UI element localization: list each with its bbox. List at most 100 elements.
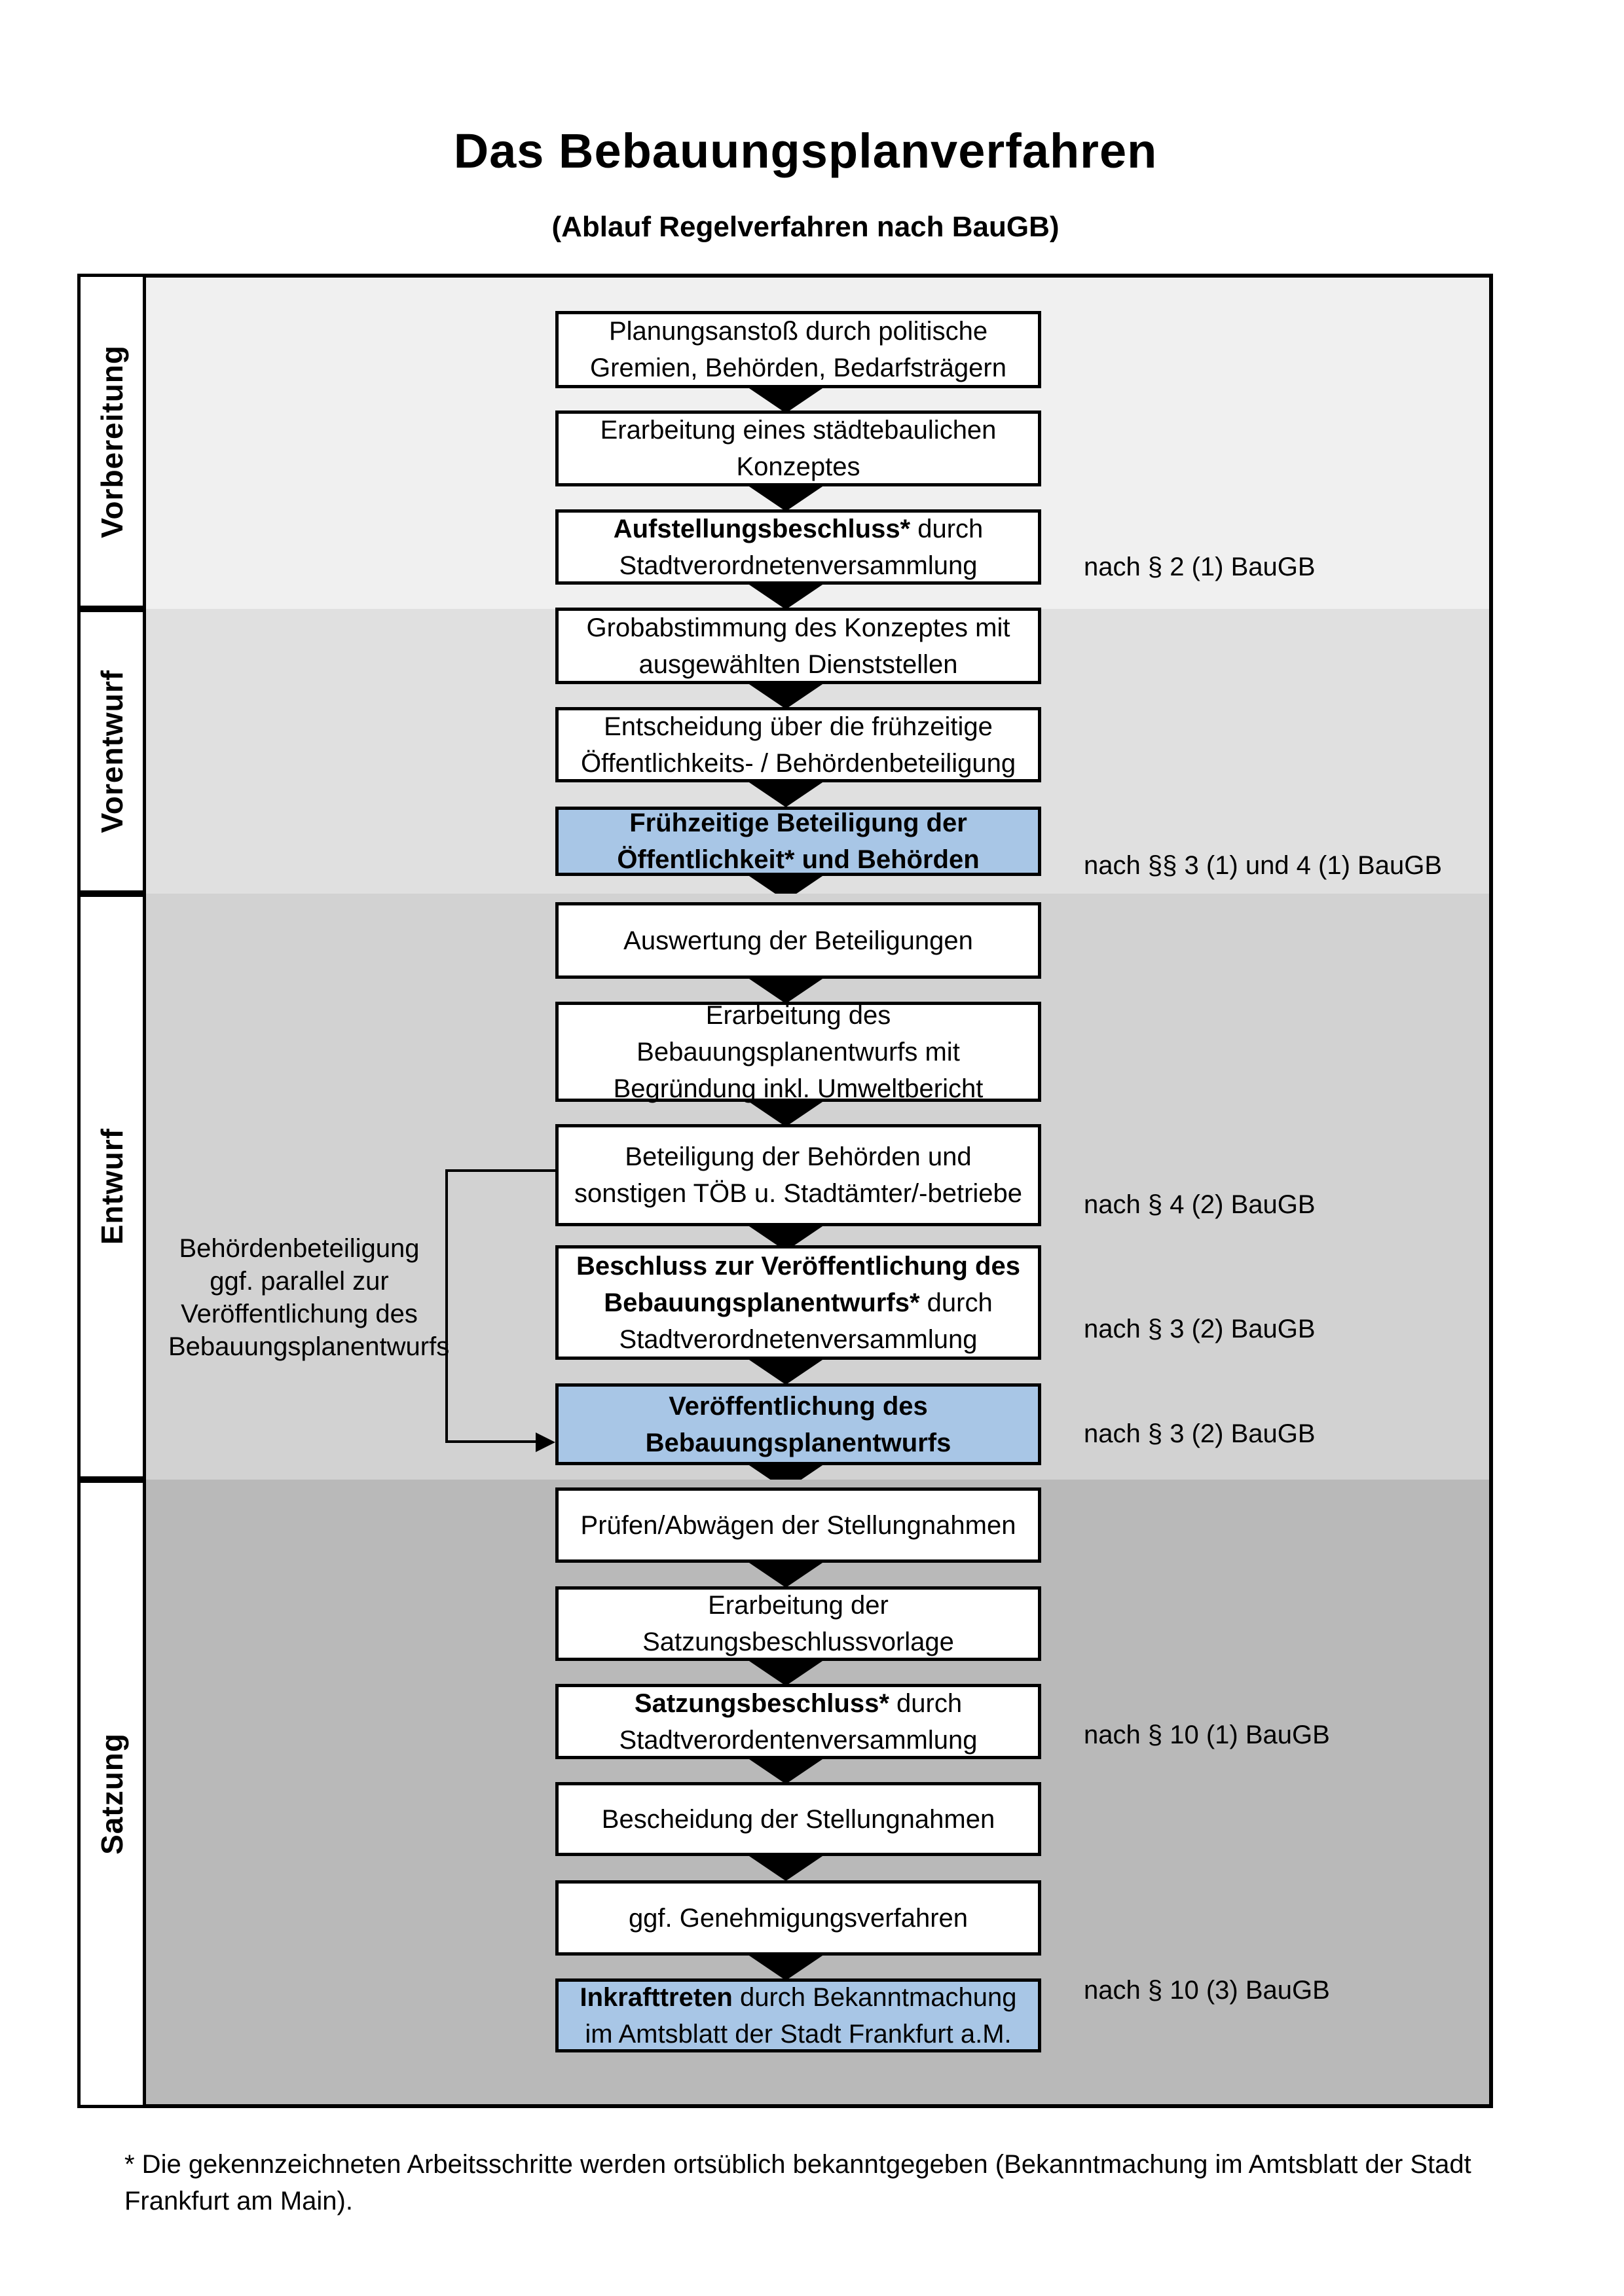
flow-step-text: Satzungsbeschluss* — [634, 1688, 889, 1718]
flow-step-text: Frühzeitige Beteiligung der — [629, 809, 967, 837]
flow-step-line: Satzungsbeschlussvorlage — [642, 1624, 954, 1660]
flow-step-16: ggf. Genehmigungsverfahren — [555, 1880, 1041, 1956]
law-reference: nach § 3 (2) BauGB — [1084, 1419, 1316, 1448]
flow-step-text: Beteiligung der Behörden und — [625, 1142, 972, 1171]
flow-step-line: Beteiligung der Behörden und — [625, 1139, 971, 1175]
flow-step-line: Planungsanstoß durch politische — [609, 313, 987, 350]
flow-step-line: Grobabstimmung des Konzeptes mit — [587, 610, 1010, 646]
flow-step-line: Öffentlichkeit* und Behörden — [617, 841, 979, 878]
flow-step-line: Erarbeitung der — [708, 1587, 889, 1624]
flow-step-text: Inkrafttreten — [580, 1982, 733, 2012]
flow-step-text: Stadtverordentenversammlung — [619, 1725, 978, 1755]
flow-step-text: Gremien, Behörden, Bedarfsträgern — [590, 354, 1006, 382]
arrow-down-icon — [745, 1099, 826, 1127]
arrow-down-icon — [745, 1357, 826, 1385]
flow-step-text: Konzeptes — [736, 452, 860, 481]
arrow-down-icon — [745, 1658, 826, 1686]
flow-step-text: sonstigen TÖB u. Stadtämter/-betriebe — [574, 1179, 1023, 1208]
flow-step-line: Erarbeitung eines städtebaulichen — [600, 412, 997, 448]
side-note-line: Veröffentlichung des — [181, 1300, 418, 1328]
flow-step-text: durch Bekanntmachung — [732, 1982, 1017, 2012]
flow-step-text: Öffentlichkeit* und Behörden — [617, 845, 980, 874]
flow-step-line: Bescheidung der Stellungnahmen — [602, 1801, 995, 1838]
flow-step-text: Beschluss zur Veröffentlichung des — [576, 1251, 1020, 1281]
flow-step-7: Auswertung der Beteiligungen — [555, 902, 1041, 979]
parallel-connector-vertical-line — [445, 1169, 448, 1443]
flow-step-text: Erarbeitung eines städtebaulichen — [600, 416, 997, 445]
flow-step-line: Bebauungsplanentwurfs* durch — [604, 1285, 992, 1321]
law-reference: nach § 2 (1) BauGB — [1084, 553, 1316, 581]
flow-step-9: Beteiligung der Behörden und sonstigen TÖ… — [555, 1124, 1041, 1226]
flow-step-text: Begründung inkl. Umweltbericht — [613, 1074, 984, 1103]
flow-step-line: Stadtverordentenversammlung — [619, 1722, 978, 1758]
arrow-right-icon — [536, 1432, 555, 1452]
flow-step-line: Veröffentlichung des — [669, 1388, 928, 1425]
phase-label-satzung: Satzung — [77, 1480, 146, 2108]
flow-step-text: durch — [889, 1688, 963, 1718]
flow-step-line: ggf. Genehmigungsverfahren — [629, 1900, 968, 1937]
flow-step-text: Entscheidung über die frühzeitige — [604, 712, 993, 741]
footnote-line: Frankfurt am Main). — [124, 2187, 353, 2215]
flow-step-12: Prüfen/Abwägen der Stellungnahmen — [555, 1487, 1041, 1563]
side-note-line: Behördenbeteiligung — [179, 1234, 420, 1263]
flow-step-text: Veröffentlichung des — [669, 1391, 928, 1421]
flow-step-text: durch — [910, 514, 984, 543]
flow-step-text: Bescheidung der Stellungnahmen — [601, 1804, 995, 1834]
flow-step-line: Stadtverordnetenversammlung — [619, 1321, 978, 1358]
parallel-connector-bottom-line — [445, 1440, 537, 1443]
phase-label-vorbereitung: Vorbereitung — [77, 274, 146, 609]
flow-step-line: Öffentlichkeits- / Behördenbeteiligung — [581, 745, 1016, 782]
flow-step-text: Erarbeitung des — [705, 1000, 891, 1030]
flow-step-line: Erarbeitung des — [706, 997, 891, 1034]
flow-step-text: ggf. Genehmigungsverfahren — [628, 1903, 969, 1933]
law-reference: nach § 10 (1) BauGB — [1084, 1721, 1330, 1749]
flow-step-text: Prüfen/Abwägen der Stellungnahmen — [580, 1510, 1016, 1540]
side-note-line: Bebauungsplanentwurfs — [168, 1332, 450, 1361]
arrow-down-icon — [745, 582, 826, 610]
flow-step-text: Planungsanstoß durch politische — [608, 317, 988, 346]
arrow-down-icon — [745, 1953, 826, 1980]
arrow-down-icon — [745, 976, 826, 1004]
page-subtitle: (Ablauf Regelverfahren nach BauGB) — [551, 211, 1060, 243]
phase-label-text: Satzung — [94, 1733, 129, 1855]
page-title: Das Bebauungsplanverfahren — [453, 124, 1158, 178]
flow-step-text: Bebauungsplanentwurfs — [645, 1428, 951, 1457]
flow-step-line: Inkrafttreten durch Bekanntmachung — [580, 1979, 1016, 2016]
law-reference: nach § 3 (2) BauGB — [1084, 1315, 1316, 1343]
flow-step-line: Gremien, Behörden, Bedarfsträgern — [590, 350, 1006, 386]
flow-step-text: Bebauungsplanentwurfs* — [604, 1288, 920, 1317]
flow-step-line: Bebauungsplanentwurfs — [646, 1425, 951, 1461]
flow-step-text: Auswertung der Beteiligungen — [623, 926, 973, 955]
arrow-down-icon — [745, 1853, 826, 1881]
side-note-line: ggf. parallel zur — [210, 1267, 389, 1296]
arrow-down-icon — [745, 682, 826, 709]
flow-step-line: Bebauungsplanentwurfs mit — [637, 1034, 960, 1070]
flow-step-text: Erarbeitung der — [708, 1591, 889, 1620]
phase-label-entwurf: Entwurf — [77, 894, 146, 1480]
footnote-line: * Die gekennzeichneten Arbeitsschritte w… — [124, 2150, 1471, 2179]
flow-step-line: Frühzeitige Beteiligung der — [629, 805, 967, 841]
flow-step-text: durch — [919, 1288, 993, 1317]
flow-step-text: Stadtverordnetenversammlung — [619, 1324, 978, 1354]
arrow-down-icon — [745, 1560, 826, 1588]
flow-step-text: im Amtsblatt der Stadt Frankfurt a.M. — [585, 2019, 1012, 2049]
arrow-down-icon — [745, 780, 826, 807]
flow-step-line: Aufstellungsbeschluss* durch — [614, 511, 984, 547]
flow-step-15: Bescheidung der Stellungnahmen — [555, 1782, 1041, 1856]
flow-step-text: Öffentlichkeits- / Behördenbeteiligung — [580, 748, 1016, 778]
flow-step-line: Stadtverordnetenversammlung — [619, 547, 978, 584]
flow-step-line: ausgewählten Dienststellen — [639, 646, 958, 683]
flow-step-line: Begründung inkl. Umweltbericht — [614, 1070, 984, 1107]
flow-step-text: ausgewählten Dienststellen — [638, 649, 958, 679]
